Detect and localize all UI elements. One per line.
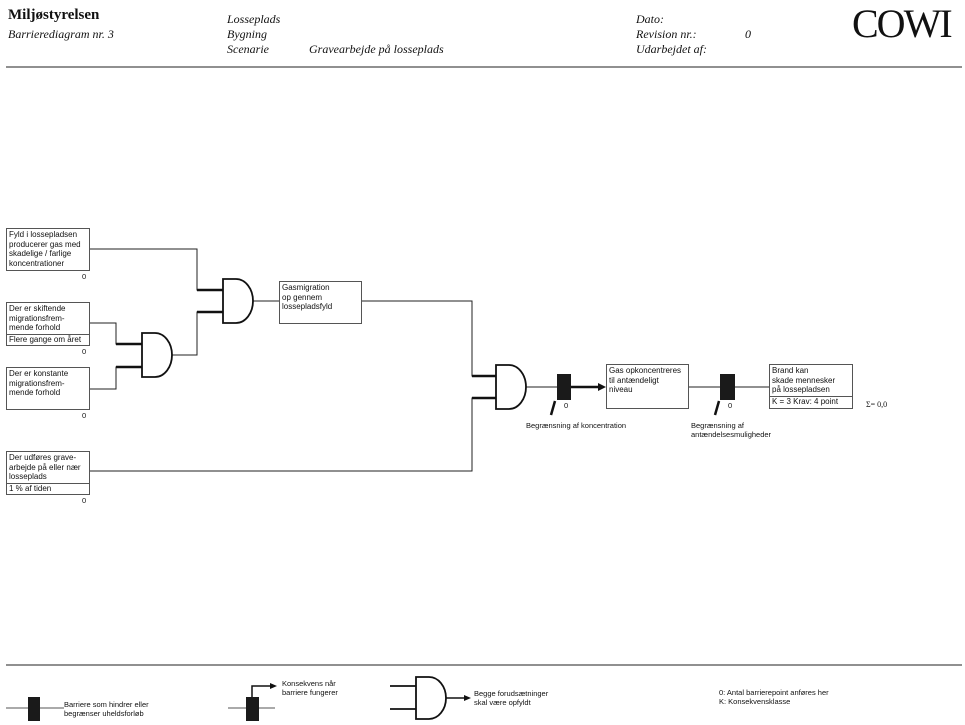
revision-label: Revision nr.: xyxy=(636,27,697,41)
box-brand-requirement: K = 3 Krav: 4 point xyxy=(770,395,852,407)
box-skiftende-text: Der er skiftende migrationsfrem- mende f… xyxy=(9,304,66,332)
dato-label: Dato: xyxy=(636,12,664,26)
connector-b1-gate1 xyxy=(89,248,223,291)
box-fyld-text: Fyld i lossepladsen producerer gas med s… xyxy=(9,230,81,268)
barrier-1-label: Begrænsning af koncentration xyxy=(526,421,627,430)
box-gravearbejde-frequency: 1 % af tiden xyxy=(7,482,89,494)
box-gravearbejde: Der udføres grave- arbejde på eller nær … xyxy=(6,451,90,495)
legend-consequence-icon xyxy=(246,697,259,721)
connector-gate2-gate1 xyxy=(172,311,223,356)
connector-b4-gate3 xyxy=(89,397,496,472)
legend-consequence-text: Konsekvens når barriere fungerer xyxy=(282,679,338,697)
box-gravearbejde-text: Der udføres grave- arbejde på eller nær … xyxy=(9,453,81,481)
box-fyld-score: 0 xyxy=(82,272,87,281)
org-name: Miljøstyrelsen xyxy=(8,7,100,23)
legend-consequence-arrow xyxy=(270,683,277,689)
barrier-2-label: Begrænsning af antændelsesmuligheder xyxy=(691,421,772,439)
connector-gas-gate3 xyxy=(361,300,496,377)
box-gasmigration: Gasmigration op gennem lossepladsfyld xyxy=(279,281,362,324)
and-gate-2 xyxy=(141,332,173,378)
box-opkoncentreres: Gas opkoncentreres til antændeligt nivea… xyxy=(606,364,689,409)
arrow-head xyxy=(598,383,606,391)
scenario-value: Gravearbejde på losseplads xyxy=(309,42,444,56)
box-opkoncentreres-text: Gas opkoncentreres til antændeligt nivea… xyxy=(609,366,682,394)
box-brand-text: Brand kan skade mennesker på lossepladse… xyxy=(772,366,836,394)
box-skiftende-frequency: Flere gange om året xyxy=(7,333,89,345)
box-fyld: Fyld i lossepladsen producerer gas med s… xyxy=(6,228,90,271)
legend-notes: 0: Antal barrierepoint anføres her K: Ko… xyxy=(719,688,829,706)
box-skiftende: Der er skiftende migrationsfrem- mende f… xyxy=(6,302,90,346)
barrier-2 xyxy=(720,374,735,400)
revision-value: 0 xyxy=(745,27,751,41)
barrier-1-score: 0 xyxy=(564,401,569,410)
connector-b2-gate2 xyxy=(89,322,142,345)
box-konstante: Der er konstante migrationsfrem- mende f… xyxy=(6,367,90,410)
box-konstante-score: 0 xyxy=(82,411,87,420)
diagram-number: Barrierediagram nr. 3 xyxy=(8,27,114,41)
legend-barrier-text: Barriere som hindrer eller begrænser uhe… xyxy=(64,700,149,718)
barrier-2-score: 0 xyxy=(728,401,733,410)
connector-b3-gate2 xyxy=(89,366,142,390)
legend-barrier-icon xyxy=(28,697,40,721)
cowi-logo: COWI xyxy=(852,1,953,46)
udarbejdet-label: Udarbejdet af: xyxy=(636,42,707,56)
legend-and-gate-arrow xyxy=(464,695,471,701)
legend-and-gate-text: Begge forudsætninger skal være opfyldt xyxy=(474,689,549,707)
legend-and-gate-icon xyxy=(415,676,447,720)
barrier-1-pointer xyxy=(549,400,557,416)
and-gate-3 xyxy=(495,364,527,410)
box-brand: Brand kan skade mennesker på lossepladse… xyxy=(769,364,853,409)
barrier-2-pointer xyxy=(713,400,721,416)
label-bygning: Bygning xyxy=(227,27,267,41)
label-scenarie: Scenarie xyxy=(227,42,269,56)
barrier-1 xyxy=(557,374,571,400)
box-gravearbejde-score: 0 xyxy=(82,496,87,505)
label-losseplads: Losseplads xyxy=(227,12,281,26)
sum-total: Σ= 0,0 xyxy=(866,400,888,409)
and-gate-1 xyxy=(222,278,254,324)
box-konstante-text: Der er konstante migrationsfrem- mende f… xyxy=(9,369,69,397)
box-skiftende-score: 0 xyxy=(82,347,87,356)
box-gasmigration-text: Gasmigration op gennem lossepladsfyld xyxy=(282,283,333,311)
